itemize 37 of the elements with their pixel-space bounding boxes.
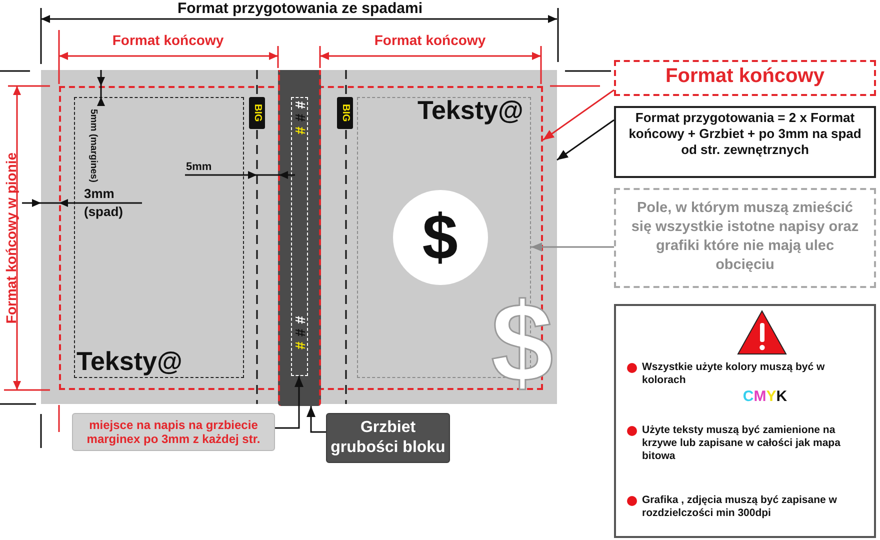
callout-box: [614, 60, 876, 96]
dimension-label: 5mm: [186, 161, 212, 174]
dimension-label: Format przygotowania ze spadami: [177, 0, 423, 18]
dollar-sign: $: [422, 204, 458, 270]
leader-arrow: [542, 89, 614, 141]
leader-arrow: [306, 406, 326, 433]
dimension-label: 3mm (spad): [84, 185, 124, 221]
leader-arrow: [531, 242, 614, 252]
callout-box: [72, 413, 275, 451]
notice-panel: [614, 304, 876, 538]
crease-tag: BIG: [249, 97, 265, 129]
spine-band: [278, 70, 321, 406]
spine-text: ###: [292, 100, 309, 139]
safe-area-frame: [74, 97, 244, 378]
callout-box: [614, 188, 876, 288]
crease-tag: BIG: [337, 97, 353, 129]
callout-text: miejsce na napis na grzbiecie marginex po 3mm z każdej str.: [86, 418, 262, 446]
callout-text: Pole, w którym muszą zmieścić się wszystkie istotne napisy oraz grafiki które nie mają ulec obcięciu: [630, 199, 860, 275]
dimension-label: Format końcowy w pionie: [2, 152, 20, 324]
callout-text: Format przygotowania = 2 x Format końcowy + Grzbiet + po 3mm na spad od str. zewnętrznych: [628, 110, 862, 158]
sample-text: Teksty@: [418, 96, 524, 126]
dimension-label: Format końcowy: [374, 32, 486, 48]
note-text: Grafika , zdjęcia muszą być zapisane w rozdzielczości min 300dpi: [642, 494, 838, 520]
leader-arrow: [275, 376, 304, 429]
callout-box: [614, 106, 876, 178]
color-model-text: CMYK: [742, 388, 788, 406]
spine-text-frame: [291, 97, 308, 376]
dimension-label: Format końcowy: [112, 32, 224, 48]
note-text: Użyte teksty muszą być zamienione na krzywe lub zapisane w całości jak mapa bitowa: [642, 424, 842, 463]
note-text: Wszystkie użyte kolory muszą być w kolorach: [642, 361, 826, 387]
spine-text: ###: [292, 316, 309, 354]
callout-text: Format końcowy: [666, 65, 824, 88]
dollar-sign: $: [490, 279, 554, 407]
callout-text: Grzbiet grubości bloku: [330, 418, 446, 458]
dimension-label: 5mm (margines): [88, 109, 99, 182]
leader-arrow: [556, 119, 614, 161]
sample-text: Teksty@: [76, 346, 182, 376]
